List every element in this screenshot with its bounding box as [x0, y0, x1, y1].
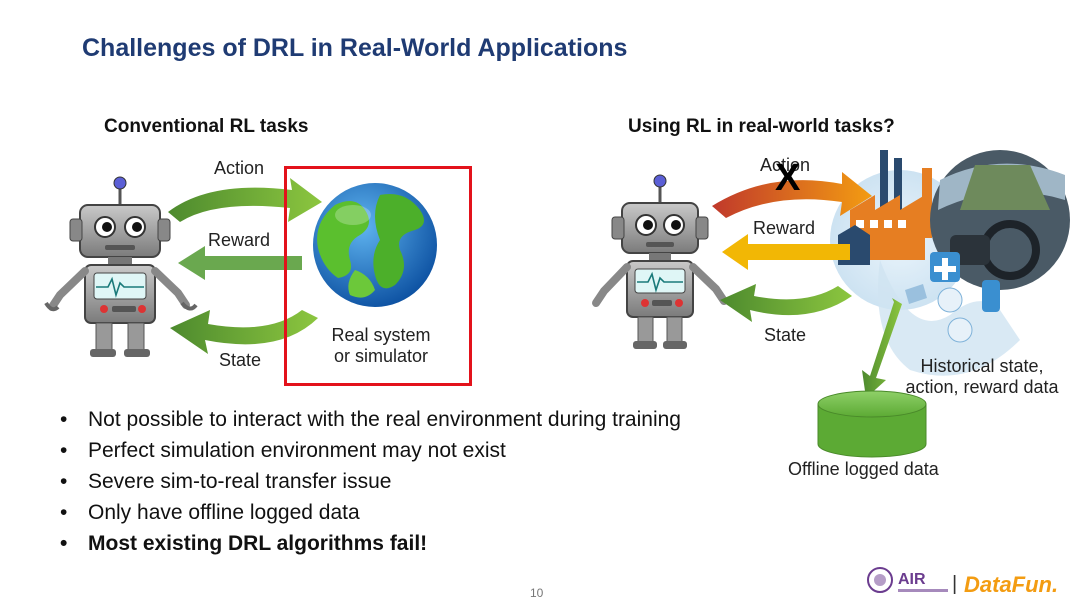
- bullet-glyph: •: [60, 439, 68, 462]
- right-state-label: State: [764, 325, 807, 345]
- logo-separator: |: [952, 573, 957, 595]
- bullet-glyph: •: [60, 532, 68, 555]
- environment-highlight-box: [284, 166, 472, 386]
- bullet-glyph: •: [60, 501, 68, 524]
- reward-arrow: [178, 246, 302, 280]
- env-label: Real system or simulator: [322, 325, 440, 367]
- down-to-database-arrow: [862, 298, 902, 398]
- bullet-text: Perfect simulation environment may not e…: [88, 439, 506, 462]
- globe-icon: [313, 183, 437, 307]
- right-action-label: Action: [760, 155, 811, 175]
- history-label-line1: Historical state,: [920, 356, 1044, 376]
- left-diagram: [44, 176, 437, 357]
- history-label-line2: action, reward data: [905, 377, 1059, 397]
- blocked-action-arrow: [712, 172, 872, 218]
- factory-icon: [838, 150, 932, 265]
- left-action-label: Action: [214, 158, 265, 178]
- bullet-text: Not possible to interact with the real e…: [88, 408, 681, 431]
- bullet-item-emphasis: • Most existing DRL algorithms fail!: [60, 528, 681, 559]
- bullet-item: • Not possible to interact with the real …: [60, 404, 681, 435]
- air-logo-tagline-bar: [898, 589, 948, 592]
- slide-title: Challenges of DRL in Real-World Applicat…: [82, 34, 628, 62]
- right-heading: Using RL in real-world tasks?: [628, 116, 895, 137]
- blocked-x-mark: X: [775, 157, 801, 199]
- action-arrow: [168, 178, 322, 222]
- medical-icons: [878, 252, 1020, 376]
- right-reward-label: Reward: [753, 218, 816, 238]
- bullet-list: • Not possible to interact with the real …: [60, 404, 681, 559]
- offline-data-label: Offline logged data: [788, 459, 939, 479]
- env-label-line1: Real system: [331, 325, 431, 345]
- database-icon: [817, 390, 927, 458]
- left-heading: Conventional RL tasks: [104, 116, 309, 137]
- bullet-item: • Severe sim-to-real transfer issue: [60, 466, 681, 497]
- left-reward-label: Reward: [208, 230, 271, 250]
- page-number: 10: [530, 586, 544, 600]
- bullet-item: • Only have offline logged data: [60, 497, 681, 528]
- right-diagram: [592, 150, 1070, 458]
- tsinghua-seal-logo: [867, 567, 893, 593]
- car-interior-icon: [930, 150, 1070, 290]
- bullet-item: • Perfect simulation environment may not …: [60, 435, 681, 466]
- reward-arrow: [722, 234, 850, 270]
- air-logo-text: AIR: [898, 571, 926, 588]
- bullet-text: Most existing DRL algorithms fail!: [88, 532, 428, 555]
- robot-icon: [592, 174, 728, 349]
- state-arrow: [720, 284, 852, 322]
- env-label-line2: or simulator: [333, 346, 429, 366]
- bullet-text: Severe sim-to-real transfer issue: [88, 470, 392, 493]
- real-world-collage-icon: [830, 150, 1070, 376]
- left-state-label: State: [219, 350, 262, 370]
- bullet-glyph: •: [60, 470, 68, 493]
- bullet-text: Only have offline logged data: [88, 501, 360, 524]
- bullet-glyph: •: [60, 408, 68, 431]
- robot-icon: [44, 176, 198, 357]
- history-label: Historical state, action, reward data: [892, 356, 1072, 398]
- footer-logos: AIR | DataFun.: [867, 567, 1058, 597]
- state-arrow: [170, 310, 318, 354]
- datafun-logo-text: DataFun.: [964, 572, 1058, 597]
